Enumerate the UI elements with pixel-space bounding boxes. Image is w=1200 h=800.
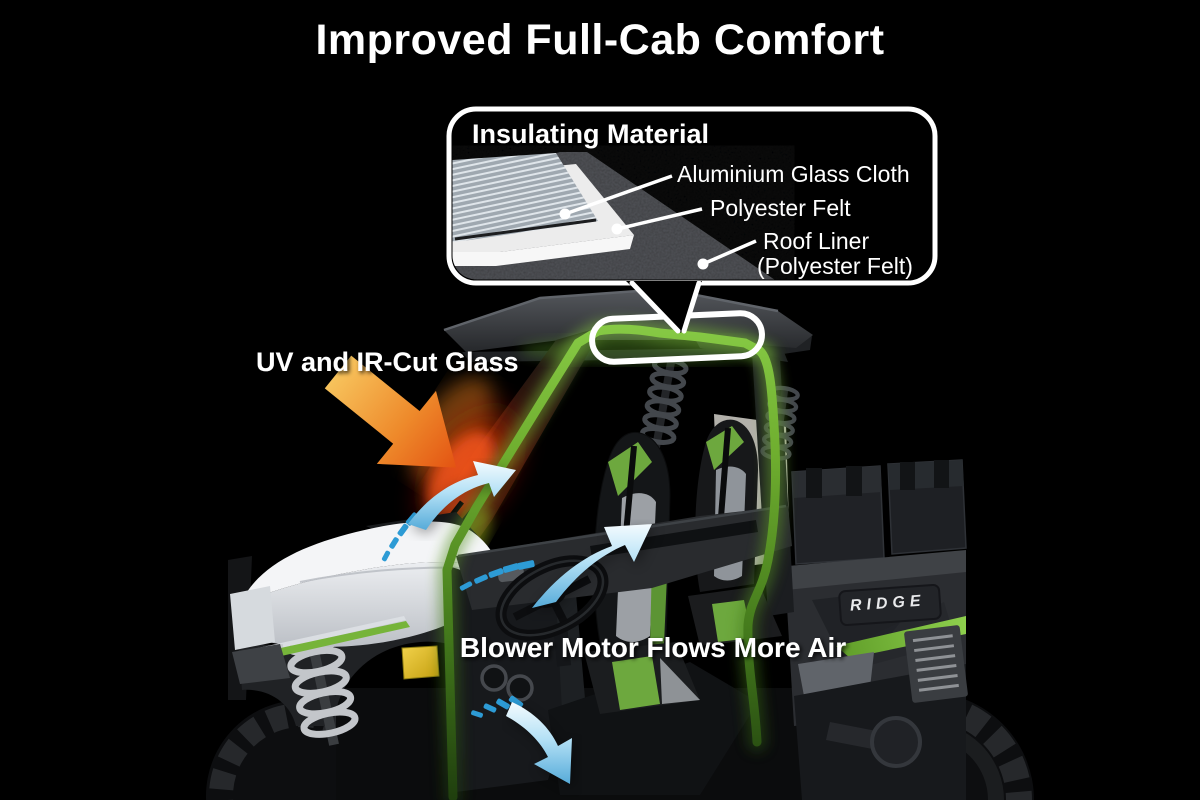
- cupholder-2: [506, 674, 534, 702]
- label-aluminium-glass-cloth: Aluminium Glass Cloth: [677, 161, 910, 187]
- airflow-arrow-1: [408, 461, 519, 534]
- aluminium-cloth-layer: [452, 153, 598, 242]
- label-roof-liner-2: (Polyester Felt): [757, 253, 913, 279]
- driver-seat: [584, 431, 700, 714]
- front-bumper: [232, 644, 290, 684]
- headlight: [230, 586, 275, 650]
- polyester-felt-edge: [452, 235, 634, 266]
- bed-storage-boxes: [791, 459, 967, 565]
- hood-white-stripe: [258, 616, 406, 653]
- label-uv-ir-cut-glass: UV and IR-Cut Glass: [256, 347, 519, 377]
- hood-top: [240, 521, 498, 604]
- insulation-callout: [446, 106, 938, 334]
- airflow-dashes-2: [459, 560, 535, 591]
- text-layer: Improved Full-Cab Comfort Insulating Mat…: [256, 16, 926, 663]
- bed-rail: [788, 550, 966, 590]
- leader-dots: [559, 208, 709, 270]
- cupholder: [480, 664, 508, 692]
- engine-fins: [904, 625, 968, 703]
- ridge-badge: RIDGE: [849, 592, 926, 614]
- reflector: [401, 645, 440, 680]
- roof-ridge-highlight: [443, 287, 779, 332]
- cargo-bed: [786, 459, 968, 800]
- annotation-layer: [324, 106, 938, 788]
- vehicle-illustration: [206, 287, 1034, 800]
- airflow-arrow-2: [532, 524, 655, 612]
- callout-title: Insulating Material: [472, 119, 709, 149]
- label-blower-motor: Blower Motor Flows More Air: [460, 632, 846, 663]
- cloth-edge-shadow: [454, 218, 597, 241]
- uv-sun-arrow: [324, 355, 457, 468]
- label-polyester-felt: Polyester Felt: [710, 195, 851, 221]
- airflow-arrow-3: [506, 702, 575, 788]
- callout-pointer: [626, 280, 702, 334]
- airflow-dashes-3: [471, 695, 524, 718]
- hood-side: [240, 561, 498, 647]
- bed-green-stripe: [836, 616, 966, 658]
- rear-hub: [870, 716, 922, 768]
- page-title: Improved Full-Cab Comfort: [315, 16, 884, 64]
- insulation-photo: [452, 112, 932, 280]
- leader-lines: [564, 174, 757, 266]
- cab-frame-highlight: [437, 319, 786, 800]
- ridge-badge-plate: [838, 583, 942, 627]
- label-roof-liner: Roof Liner: [763, 228, 869, 254]
- hood-green-stripe: [262, 621, 410, 659]
